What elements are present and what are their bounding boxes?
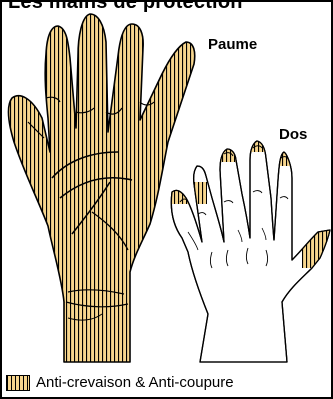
legend-swatch	[6, 375, 30, 391]
hands-illustration	[2, 2, 331, 397]
back-label: Dos	[279, 126, 307, 143]
back-hand	[167, 138, 331, 362]
palm-label: Paume	[208, 36, 257, 53]
palm-hand	[8, 14, 194, 362]
legend: Anti-crevaison & Anti-coupure	[6, 374, 234, 391]
legend-label: Anti-crevaison & Anti-coupure	[36, 374, 234, 391]
